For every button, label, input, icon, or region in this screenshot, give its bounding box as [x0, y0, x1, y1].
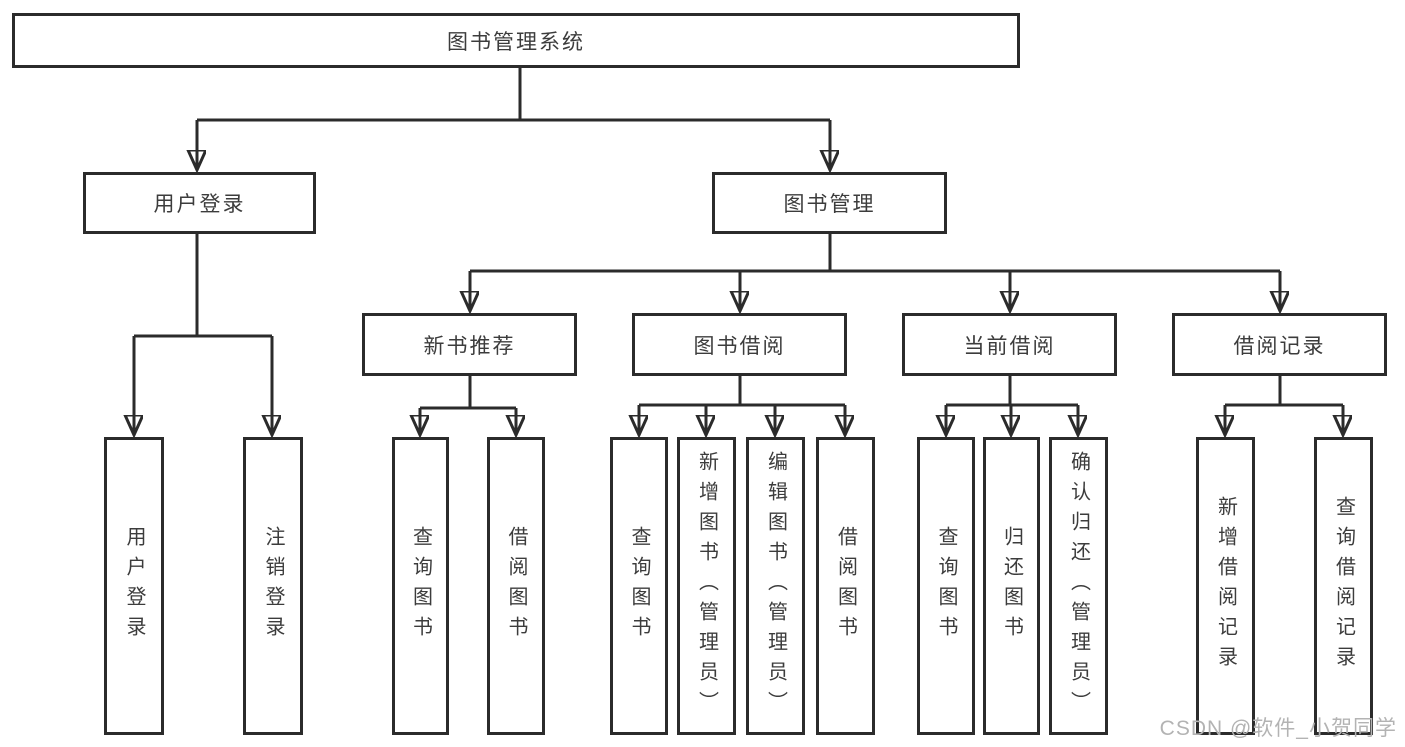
connector-new-book [420, 376, 516, 434]
node-book-borrow: 图书借阅 [632, 313, 847, 376]
leaf-add-borrow-record: 新增借阅记录 [1196, 437, 1255, 735]
leaf-query-book-recommend: 查询图书 [392, 437, 449, 735]
leaf-user-login: 用户登录 [104, 437, 164, 735]
node-new-book-recommend: 新书推荐 [362, 313, 577, 376]
leaf-return-book: 归还图书 [983, 437, 1040, 735]
leaf-query-borrow-record: 查询借阅记录 [1314, 437, 1373, 735]
node-user-login: 用户登录 [83, 172, 316, 234]
node-current-borrow: 当前借阅 [902, 313, 1117, 376]
node-borrow-record: 借阅记录 [1172, 313, 1387, 376]
leaf-query-book-current: 查询图书 [917, 437, 975, 735]
connector-borrow-record [1225, 376, 1343, 434]
leaf-add-book-admin: 新增图书（管理员） [677, 437, 736, 735]
leaf-query-book-borrow: 查询图书 [610, 437, 668, 735]
leaf-logout: 注销登录 [243, 437, 303, 735]
connector-user-login [134, 234, 272, 434]
leaf-borrow-book-recommend: 借阅图书 [487, 437, 545, 735]
leaf-edit-book-admin: 编辑图书（管理员） [746, 437, 805, 735]
node-book-management: 图书管理 [712, 172, 947, 234]
connector-root [197, 68, 830, 169]
connector-book-management [470, 234, 1280, 310]
leaf-borrow-book: 借阅图书 [816, 437, 875, 735]
node-root-system: 图书管理系统 [12, 13, 1020, 68]
connector-current-borrow [946, 376, 1078, 434]
leaf-confirm-return-admin: 确认归还（管理员） [1049, 437, 1108, 735]
connector-book-borrow [639, 376, 845, 434]
